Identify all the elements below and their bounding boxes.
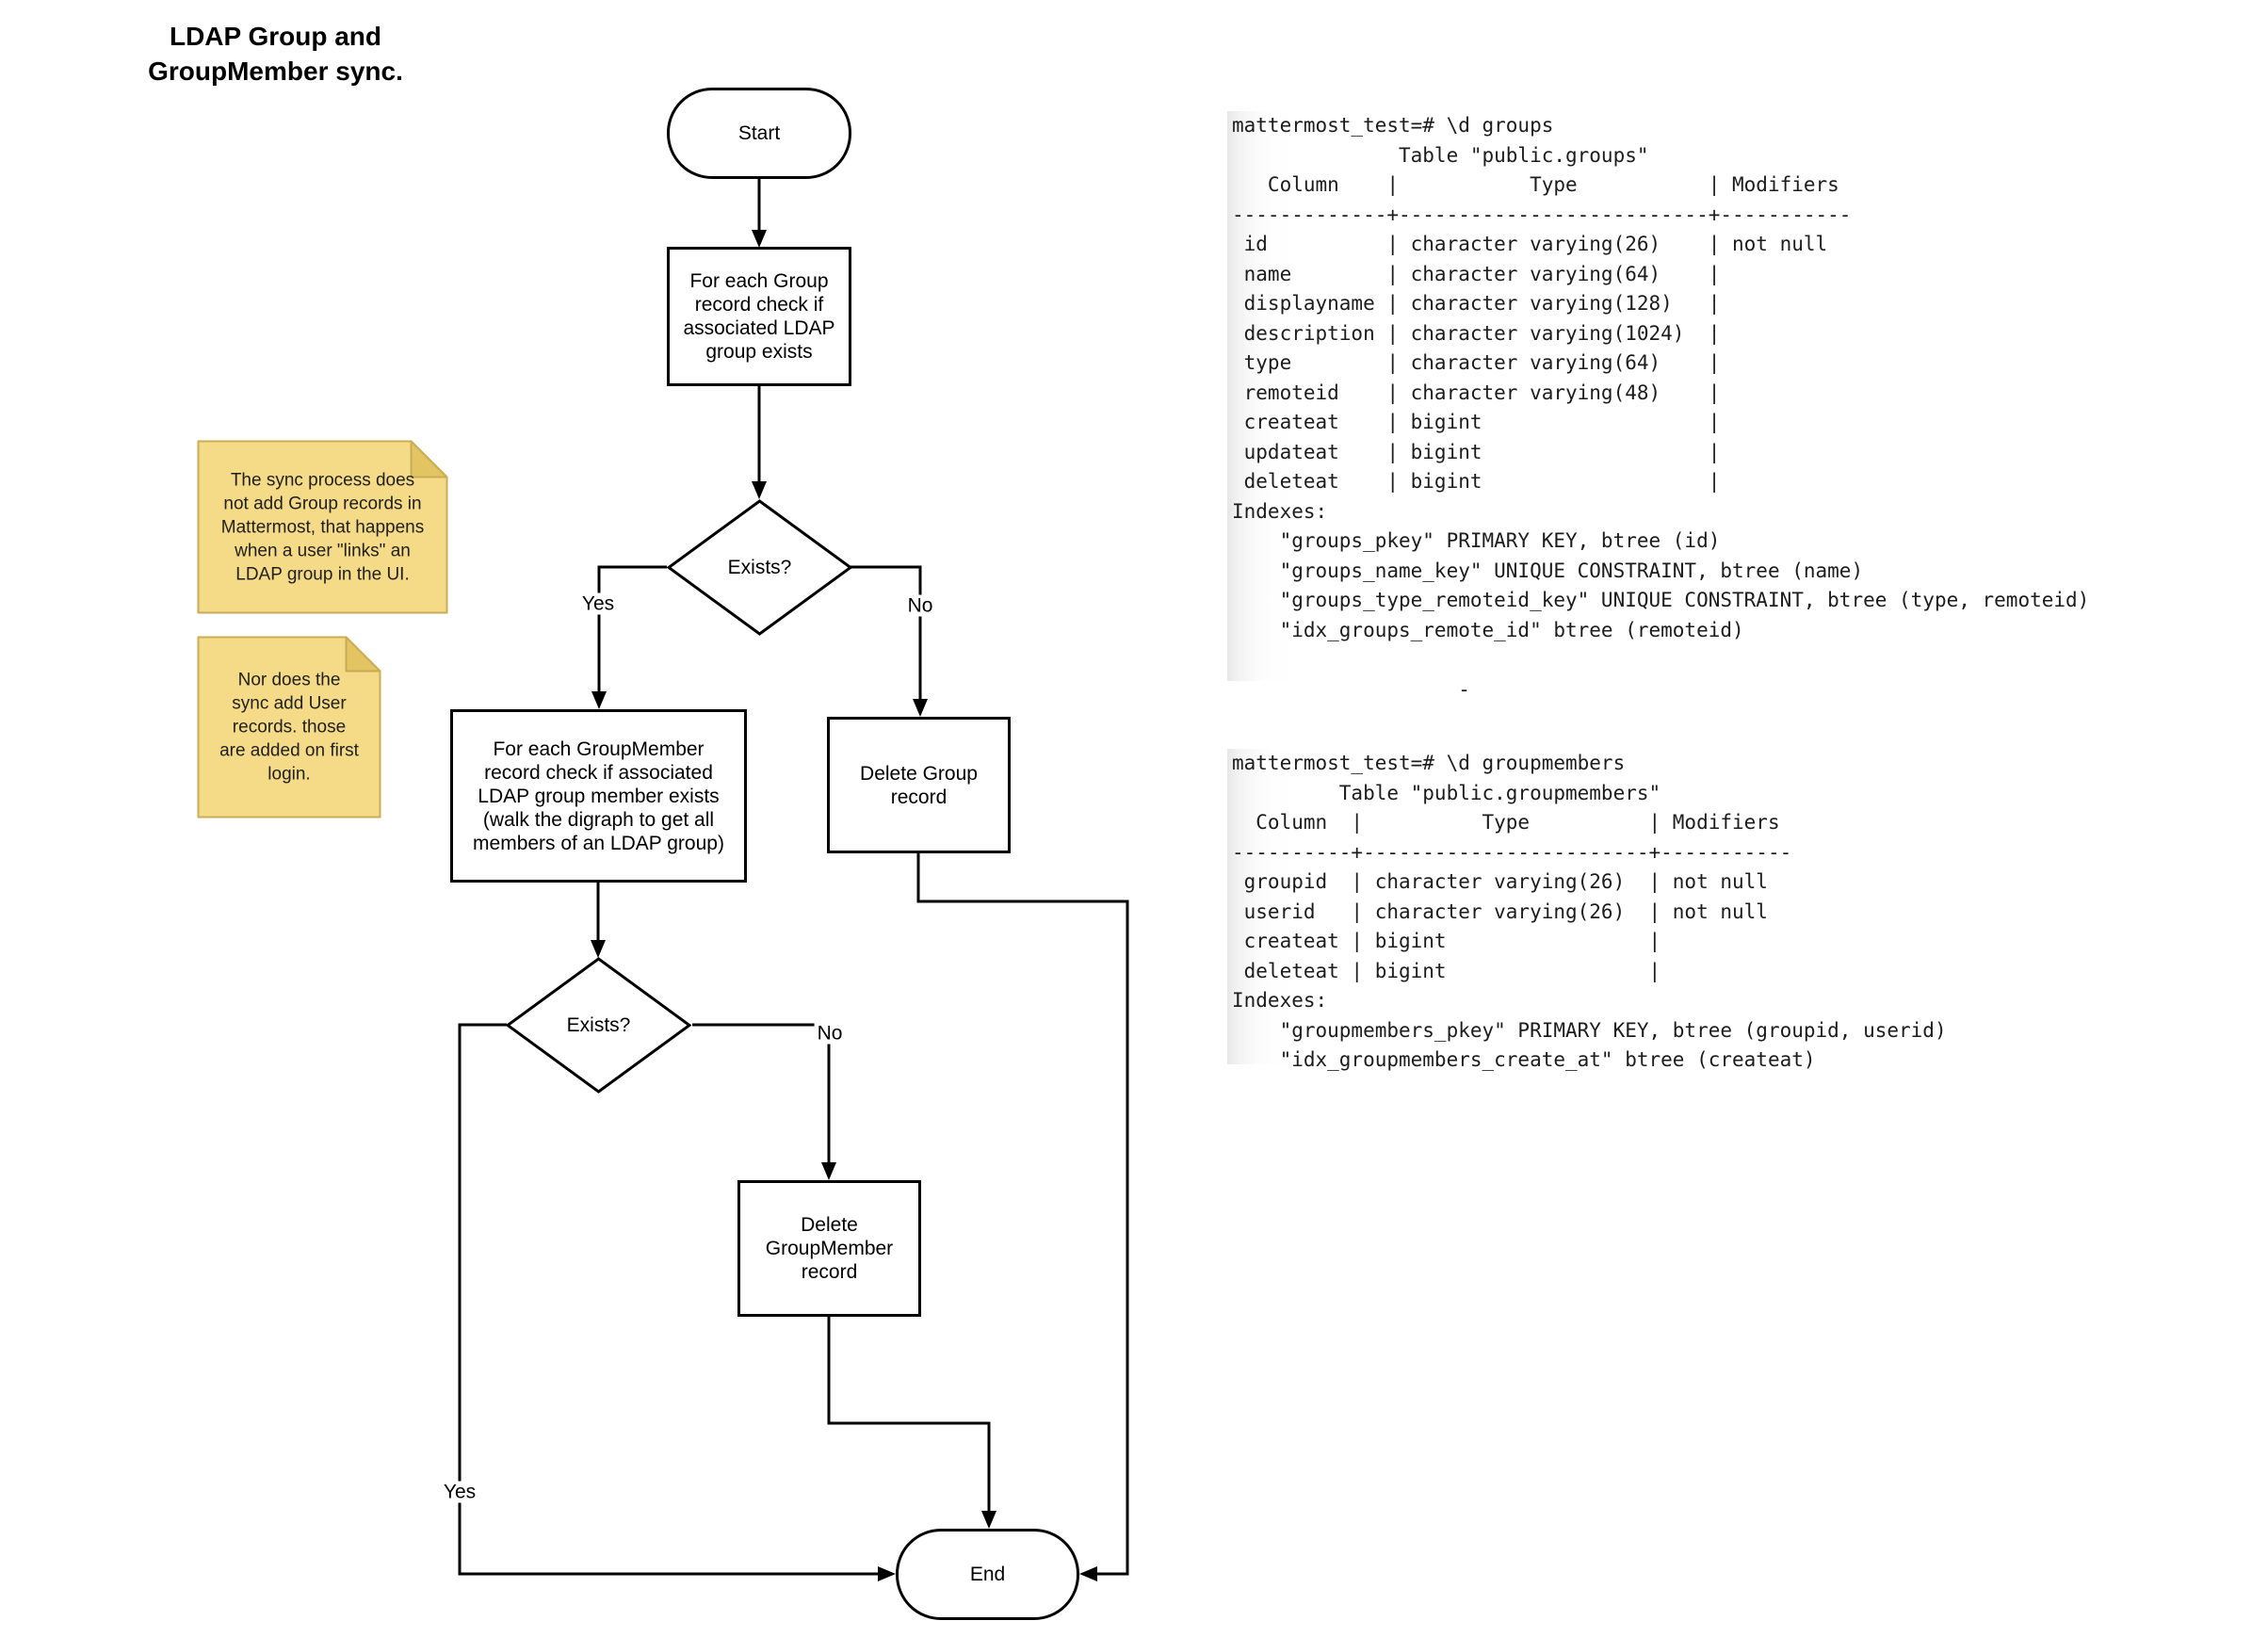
terminal-groupmembers-table-text: mattermost_test=# \d groupmembers Table … (1232, 752, 1947, 1071)
node-exists-group-member: Exists? (505, 957, 692, 1094)
edge-exists-no-to-delete-group (850, 565, 922, 699)
node-delete-group: Delete Group record (827, 717, 1011, 853)
node-exists-group-label: Exists? (727, 556, 792, 578)
sticky-note-shape (197, 440, 448, 614)
diagram-title: LDAP Group and GroupMember sync. (148, 22, 403, 86)
edge-label-member-exists-no: No (814, 1022, 846, 1045)
node-delete-group-member-label: Delete GroupMember record (765, 1214, 894, 1283)
node-delete-group-member: Delete GroupMember record (737, 1180, 921, 1317)
sticky-note-user-sync: Nor does the sync add User records. thos… (197, 636, 381, 818)
arrowhead (591, 940, 606, 958)
node-check-group-member-label: For each GroupMember record check if ass… (473, 737, 724, 854)
terminal-groups-table-text: mattermost_test=# \d groups Table "publi… (1232, 114, 2090, 701)
terminal-groupmembers-table: mattermost_test=# \d groupmembers Table … (1227, 749, 2080, 1071)
edge-delete-member-to-end (827, 1317, 991, 1511)
node-check-group-label: For each Group record check if associate… (683, 270, 835, 363)
diamond-shape (505, 957, 692, 1094)
sticky-note-shape (197, 636, 381, 818)
edge-delete-group-to-end (916, 853, 1129, 1576)
arrowhead (1079, 1566, 1097, 1581)
arrowhead (981, 1511, 996, 1529)
node-exists-group-member-label: Exists? (566, 1013, 631, 1036)
node-check-group-member: For each GroupMember record check if ass… (450, 709, 747, 883)
sticky-note-text: The sync process does not add Group reco… (220, 470, 425, 584)
arrowhead (752, 481, 767, 499)
arrowhead (913, 699, 928, 717)
node-delete-group-label: Delete Group record (860, 762, 978, 808)
node-end-label: End (969, 1564, 1006, 1585)
diamond-shape (666, 499, 853, 636)
sticky-note-group-sync: The sync process does not add Group reco… (197, 440, 448, 614)
edge-label-member-exists-yes: Yes (440, 1481, 479, 1503)
edge-exists2-no-to-delete-member (692, 1023, 831, 1162)
edge-label-group-exists-yes: Yes (578, 592, 618, 615)
node-check-group: For each Group record check if associate… (667, 247, 851, 386)
arrowhead (878, 1566, 896, 1581)
sticky-note-text: Nor does the sync add User records. thos… (219, 670, 359, 785)
terminal-groups-table: mattermost_test=# \d groups Table "publi… (1227, 111, 2183, 701)
arrowhead (821, 1162, 836, 1180)
edge-exists-yes-to-check-member (597, 565, 667, 691)
node-start: Start (667, 88, 851, 179)
arrowhead (591, 691, 607, 709)
arrowhead (752, 230, 767, 248)
edge-label-group-exists-no: No (904, 594, 936, 617)
node-start-label: Start (737, 122, 781, 144)
node-exists-group: Exists? (666, 499, 853, 636)
node-end: End (896, 1529, 1079, 1620)
